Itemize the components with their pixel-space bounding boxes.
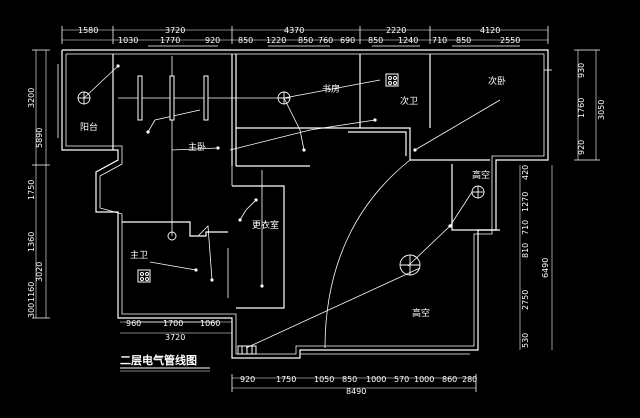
dim-top-3: 4370 bbox=[284, 26, 304, 35]
tube-lights bbox=[137, 75, 209, 121]
dim-bl-1: 960 bbox=[126, 319, 141, 328]
dim-top-1: 1580 bbox=[78, 26, 98, 35]
dim-top-5: 4120 bbox=[480, 26, 500, 35]
dim-top-in-6: 850 bbox=[298, 36, 313, 45]
dim-right-1: 3050 bbox=[597, 100, 606, 120]
room-label-second-bedroom: 次卧 bbox=[488, 75, 506, 87]
dim-right-in-9: 530 bbox=[521, 333, 530, 348]
dim-top-in-12: 850 bbox=[456, 36, 471, 45]
dim-top-in-3: 920 bbox=[205, 36, 220, 45]
dimension-texts: 1580 3720 4370 2220 4120 1030 1770 920 8… bbox=[27, 26, 606, 396]
room-label-study: 书房 bbox=[322, 83, 340, 95]
room-label-void-large: 高空 bbox=[412, 307, 430, 319]
dim-right-in-1: 930 bbox=[577, 63, 586, 78]
dim-b-2: 1750 bbox=[276, 375, 296, 384]
dim-bl-total: 3720 bbox=[165, 333, 185, 342]
switch-marks bbox=[116, 64, 452, 288]
dim-left-in-1: 3200 bbox=[27, 88, 36, 108]
dim-b-1: 920 bbox=[240, 375, 255, 384]
dim-right-in-7: 810 bbox=[521, 243, 530, 258]
drawing-title-text: 二层电气管线图 bbox=[120, 353, 197, 367]
dim-b-6: 570 bbox=[394, 375, 409, 384]
room-label-master-bedroom: 主卧 bbox=[188, 141, 206, 153]
dim-b-9: 280 bbox=[462, 375, 477, 384]
room-label-closet: 更衣室 bbox=[252, 219, 279, 231]
distribution-box bbox=[237, 345, 257, 355]
dim-top-in-4: 850 bbox=[238, 36, 253, 45]
dim-b-3: 1050 bbox=[314, 375, 334, 384]
window-marks bbox=[57, 45, 552, 355]
dim-left-2: 3020 bbox=[35, 262, 44, 282]
dim-top-in-11: 710 bbox=[432, 36, 447, 45]
room-label-second-bath: 次卫 bbox=[400, 95, 418, 107]
dim-right-in-6: 710 bbox=[521, 220, 530, 235]
dim-bl-3: 1060 bbox=[200, 319, 220, 328]
room-labels: 阳台 主卧 书房 次卫 次卧 更衣室 主卫 高空 高空 bbox=[80, 75, 506, 319]
dim-top-in-5: 1220 bbox=[266, 36, 286, 45]
dim-top-in-1: 1030 bbox=[118, 36, 138, 45]
dim-top-in-9: 850 bbox=[368, 36, 383, 45]
dim-b-4: 850 bbox=[342, 375, 357, 384]
dim-left-1: 5890 bbox=[35, 128, 44, 148]
bath-heaters bbox=[137, 73, 399, 283]
dim-left-in-5: 300 bbox=[27, 303, 36, 318]
dim-left-in-2: 1750 bbox=[27, 180, 36, 200]
dim-top-in-10: 1240 bbox=[398, 36, 418, 45]
light-fixtures bbox=[77, 91, 485, 276]
dim-right-in-4: 420 bbox=[521, 165, 530, 180]
dim-b-7: 1000 bbox=[414, 375, 434, 384]
room-label-master-bath: 主卫 bbox=[130, 249, 148, 261]
dim-right-2: 6490 bbox=[541, 258, 550, 278]
dim-left-in-4: 1160 bbox=[27, 282, 36, 302]
dim-top-2: 3720 bbox=[165, 26, 185, 35]
dim-top-in-8: 690 bbox=[340, 36, 355, 45]
dim-top-in-2: 1770 bbox=[160, 36, 180, 45]
room-label-balcony: 阳台 bbox=[80, 121, 98, 133]
dim-top-in-7: 760 bbox=[318, 36, 333, 45]
dim-right-in-8: 2750 bbox=[521, 290, 530, 310]
dim-bl-2: 1700 bbox=[163, 319, 183, 328]
dim-right-in-3: 920 bbox=[577, 140, 586, 155]
dim-right-in-2: 1760 bbox=[577, 98, 586, 118]
dim-right-in-5: 1270 bbox=[521, 192, 530, 212]
dim-b-total: 8490 bbox=[346, 387, 366, 396]
dim-top-4: 2220 bbox=[386, 26, 406, 35]
dim-left-in-3: 1360 bbox=[27, 232, 36, 252]
room-label-void-small: 高空 bbox=[472, 169, 490, 181]
dim-b-8: 860 bbox=[442, 375, 457, 384]
dim-b-5: 1000 bbox=[366, 375, 386, 384]
drawing-title: 二层电气管线图 bbox=[120, 353, 210, 372]
dim-top-in-13: 2550 bbox=[500, 36, 520, 45]
